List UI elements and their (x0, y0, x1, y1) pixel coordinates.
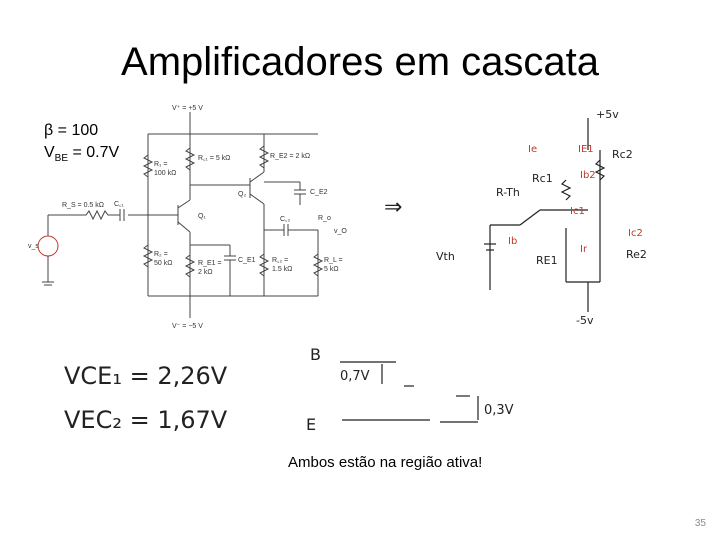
r2-label: R₂ = (154, 251, 168, 258)
r1-label: R₁ = (154, 161, 167, 168)
rc2-value: 1.5 kΩ (272, 266, 292, 273)
vminus-label: V⁻ = −5 V (172, 323, 203, 330)
slide-title: Amplificadores em cascata (121, 40, 599, 84)
re1-value: 2 kΩ (198, 269, 213, 276)
rs-label: R_S = 0.5 kΩ (62, 202, 104, 209)
hw-03v: 0,3V (484, 403, 514, 418)
q1-label: Q₁ (198, 213, 206, 220)
arrow-icon: ⇒ (384, 195, 402, 220)
r1-value: 100 kΩ (154, 170, 176, 177)
vbe-prefix: V (44, 144, 55, 161)
re1-label: R_E1 = (198, 260, 222, 267)
rl-label: R_L = (324, 257, 343, 264)
cc1-label: C꜀₁ (114, 201, 124, 208)
hw-e-label: E (306, 415, 316, 434)
hw-rc2: Rc2 (612, 148, 633, 161)
hw-plus5v: +5v (596, 108, 619, 121)
active-region-note: Ambos estão na região ativa! (288, 454, 483, 471)
vbe-suffix: = 0.7V (68, 144, 120, 161)
hw-minus5v: -5v (576, 314, 594, 327)
parameters-block: β = 100 VBE = 0.7V (44, 120, 119, 170)
cc2-label: C꜀₂ (280, 216, 290, 223)
hw-re1: RE1 (536, 254, 558, 267)
hw-rc1: Rc1 (532, 172, 553, 185)
rc1-label: R꜀₁ = 5 kΩ (198, 155, 230, 162)
hw-ie: Ie (528, 144, 537, 155)
vbe-value: VBE = 0.7V (44, 142, 119, 170)
rl-value: 5 kΩ (324, 266, 339, 273)
hw-b-label: B (310, 345, 321, 364)
re2-label: R_E2 = 2 kΩ (270, 153, 310, 160)
ce2-label: C_E2 (310, 189, 328, 196)
vplus-label: V⁺ = +5 V (172, 105, 203, 112)
q2-label: Q₂ (238, 191, 246, 198)
hw-ie1: IE1 (578, 144, 594, 155)
hw-ib2: Ib2 (580, 170, 596, 181)
page-number: 35 (694, 518, 706, 529)
hw-rth: R-Th (496, 186, 520, 199)
hw-vec2: VEC₂ = 1,67V (64, 406, 228, 434)
vs-label: v_s (28, 243, 39, 250)
hw-ir: Ir (580, 244, 588, 255)
hw-07v: 0,7V (340, 369, 370, 384)
beta-value: β = 100 (44, 122, 99, 139)
hw-ib: Ib (508, 236, 517, 247)
hw-vth: Vth (436, 250, 455, 263)
vbe-subscript: BE (54, 153, 69, 165)
r2-value: 50 kΩ (154, 260, 172, 267)
vo-label: v_O (334, 228, 347, 235)
hw-ic1: Ic1 (570, 206, 585, 217)
ce1-label: C_E1 (238, 257, 256, 264)
rc2-label: R꜀₂ = (272, 257, 288, 264)
hw-re2: Re2 (626, 248, 647, 261)
ro-label: R_o (318, 215, 331, 222)
hw-ic2: Ic2 (628, 228, 643, 239)
hw-vce1: VCE₁ = 2,26V (64, 362, 228, 390)
